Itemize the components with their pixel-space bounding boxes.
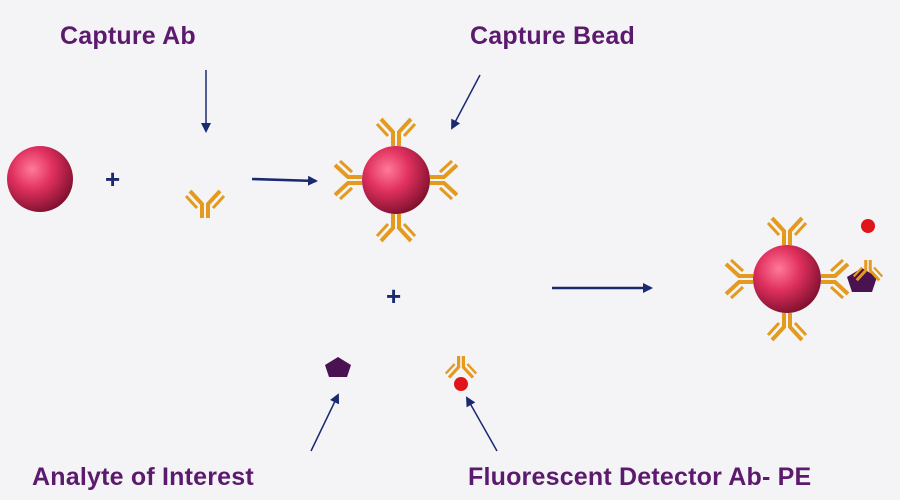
analyte-pentagon-icon (847, 268, 877, 292)
bead-complex-icon (724, 216, 884, 342)
arrow-icon (451, 74, 481, 130)
detector-label: Fluorescent Detector Ab- PE (468, 463, 812, 491)
plus-sign-1: + (105, 164, 121, 194)
arrow-icon (466, 396, 498, 452)
pe-fluorophore-icon (861, 219, 875, 233)
analyte-label: Analyte of Interest (32, 463, 254, 491)
plus-sign-2: + (386, 281, 402, 311)
bead-icon (7, 146, 73, 212)
capture-bead-icon (333, 117, 459, 243)
analyte-pentagon-icon (325, 357, 351, 377)
arrow-icon (310, 393, 340, 452)
antibody-icon (184, 189, 226, 220)
detector-antibody-icon (444, 354, 478, 391)
capture-bead-label: Capture Bead (470, 22, 635, 50)
arrow-icon (251, 175, 318, 186)
pe-fluorophore-icon (454, 377, 468, 391)
capture-ab-label: Capture Ab (60, 22, 196, 50)
